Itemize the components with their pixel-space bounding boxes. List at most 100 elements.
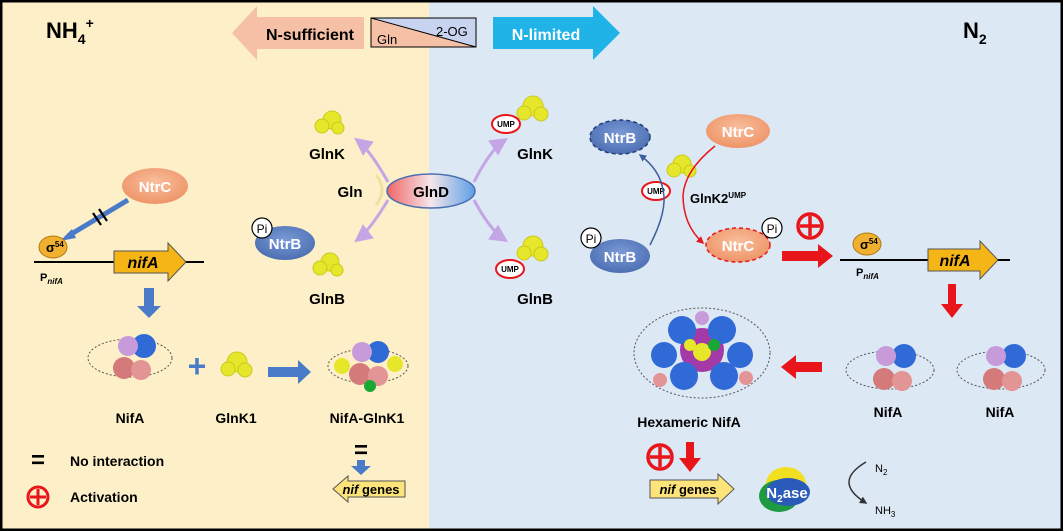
svg-text:UMP: UMP: [497, 120, 515, 129]
activation-symbol-nif: [646, 443, 674, 471]
nh4-label: NH4+: [46, 15, 94, 47]
sigma54-right-label: σ54: [860, 237, 878, 252]
glnk2-to-ntrc-arrow: [682, 194, 705, 245]
n-sufficient-label: N-sufficient: [266, 27, 355, 44]
activation-symbol-ntrc: [796, 212, 824, 240]
hexameric-nifa-structure: [633, 307, 771, 399]
glnk-label-right: GlnK: [517, 146, 553, 163]
pi-badge-ntrc-right: [761, 217, 783, 239]
block-mark-1: [92, 212, 102, 226]
n-sufficient-panel: [2, 2, 429, 529]
glnb-label-left: GlnB: [309, 291, 345, 308]
ump-badge-glnk: [491, 114, 521, 134]
nif-genes-left-label: nif genes: [342, 482, 399, 497]
hexameric-nifa-label: Hexameric NifA: [637, 414, 741, 430]
ump-badge-glnb: [495, 259, 525, 279]
svg-text:UMP: UMP: [647, 187, 665, 196]
ntrc-to-glnk2-line: [682, 145, 716, 196]
gln-bracket: [374, 174, 384, 206]
nifa-gene-left: [113, 241, 187, 283]
nifa-gene-right: [927, 239, 999, 281]
nifa-gene-left-label: nifA: [127, 255, 158, 272]
svg-text:2-OG: 2-OG: [436, 24, 468, 39]
glnk1-protein: [220, 351, 253, 378]
ntrc-bottom-right: [705, 227, 771, 263]
ntrb-bottom-right-label: NtrB: [604, 249, 637, 266]
n-limited-arrow: [493, 6, 620, 60]
glnd-to-glnb-right-arrow: [472, 199, 508, 242]
ntrc-left: [122, 168, 188, 204]
gln-2og-ratio: Gln 2-OG: [370, 17, 477, 48]
promoter-left-label: PnifA: [40, 272, 63, 286]
legend-equals-symbol: =: [31, 447, 45, 474]
block-mark-2: [98, 208, 108, 222]
legend-activation-icon: [26, 485, 50, 509]
red-activation-arrow-promoter: [782, 244, 833, 268]
no-interaction-symbol: =: [354, 437, 368, 464]
n-sufficient-arrow: [232, 6, 364, 60]
pi-badge-ntrb-right: [580, 227, 602, 249]
sigma54-right: [852, 232, 882, 256]
n2-label: N2: [963, 18, 987, 47]
svg-text:UMP: UMP: [501, 265, 519, 274]
nifa-glnk1-label: NifA-GlnK1: [330, 410, 405, 426]
svg-text:Pi: Pi: [586, 232, 597, 246]
sigma54-left: [38, 235, 68, 259]
nif-genes-left: [332, 474, 406, 504]
nifa-label-left: NifA: [116, 410, 145, 426]
glnb-protein-right: [516, 235, 549, 262]
nif-genes-right: [649, 472, 735, 506]
svg-text:Gln: Gln: [377, 32, 397, 47]
complex-arrow: [268, 360, 311, 384]
nifa-label-right-1: NifA: [874, 404, 903, 420]
ntrb-left-label: NtrB: [269, 236, 302, 253]
promoter-right-label: PnifA: [856, 267, 879, 281]
legend-activation: Activation: [70, 489, 138, 505]
down-arrow-nif-left: [351, 460, 371, 475]
sigma54-left-label: σ54: [46, 240, 64, 255]
glnk2-to-ntrb-arrow: [638, 154, 664, 191]
nifa-structure-right-1: [845, 344, 935, 391]
down-arrow-left: [137, 288, 161, 318]
ntrc-bottom-right-label: NtrC: [722, 238, 755, 255]
nifa-glnk1-complex: [327, 341, 409, 392]
ntrb-to-glnk2-line: [649, 189, 665, 246]
ntrc-top-right: [706, 114, 770, 148]
n2ase-label: N2ase: [766, 485, 807, 505]
nif-genes-right-label: nif genes: [659, 482, 716, 497]
svg-text:Pi: Pi: [767, 222, 778, 236]
red-down-arrow-nif: [679, 442, 701, 472]
ntrc-top-right-label: NtrC: [722, 124, 755, 141]
nitrogenase-icon: [759, 467, 810, 512]
glnd-label: GlnD: [413, 184, 449, 201]
reaction-n2-label: N2: [875, 463, 888, 477]
glnd-to-glnk-right-arrow: [472, 138, 508, 183]
ntrc-blocked-arrowhead: [60, 229, 76, 241]
svg-text:Pi: Pi: [257, 222, 268, 236]
red-down-arrow-right: [941, 284, 963, 318]
nifa-structure-right-2: [956, 344, 1046, 391]
gln-label: Gln: [338, 184, 363, 201]
ntrb-top-right-label: NtrB: [604, 130, 637, 147]
glnd-to-glnk-left-arrow: [354, 137, 390, 183]
plus-sign: +: [188, 348, 207, 384]
ntrc-blocked-arrow: [66, 197, 130, 239]
glnb-protein-left: [312, 252, 344, 277]
reaction-nh3-label: NH3: [875, 505, 896, 519]
glnk1-label: GlnK1: [215, 410, 256, 426]
reaction-arrow: [848, 461, 868, 504]
ntrc-left-label: NtrC: [139, 179, 172, 196]
n-limited-label: N-limited: [512, 27, 580, 44]
glnd-enzyme: [386, 173, 476, 209]
glnk2-ump-label: GlnK2UMP: [690, 191, 747, 206]
glnk-label-left: GlnK: [309, 146, 345, 163]
glnk-protein-right: [516, 95, 549, 122]
nifa-gene-right-label: nifA: [939, 253, 970, 270]
glnb-label-right: GlnB: [517, 291, 553, 308]
red-left-arrow-hexamer: [781, 355, 822, 379]
nifa-label-right-2: NifA: [986, 404, 1015, 420]
legend-no-interaction: No interaction: [70, 453, 164, 469]
